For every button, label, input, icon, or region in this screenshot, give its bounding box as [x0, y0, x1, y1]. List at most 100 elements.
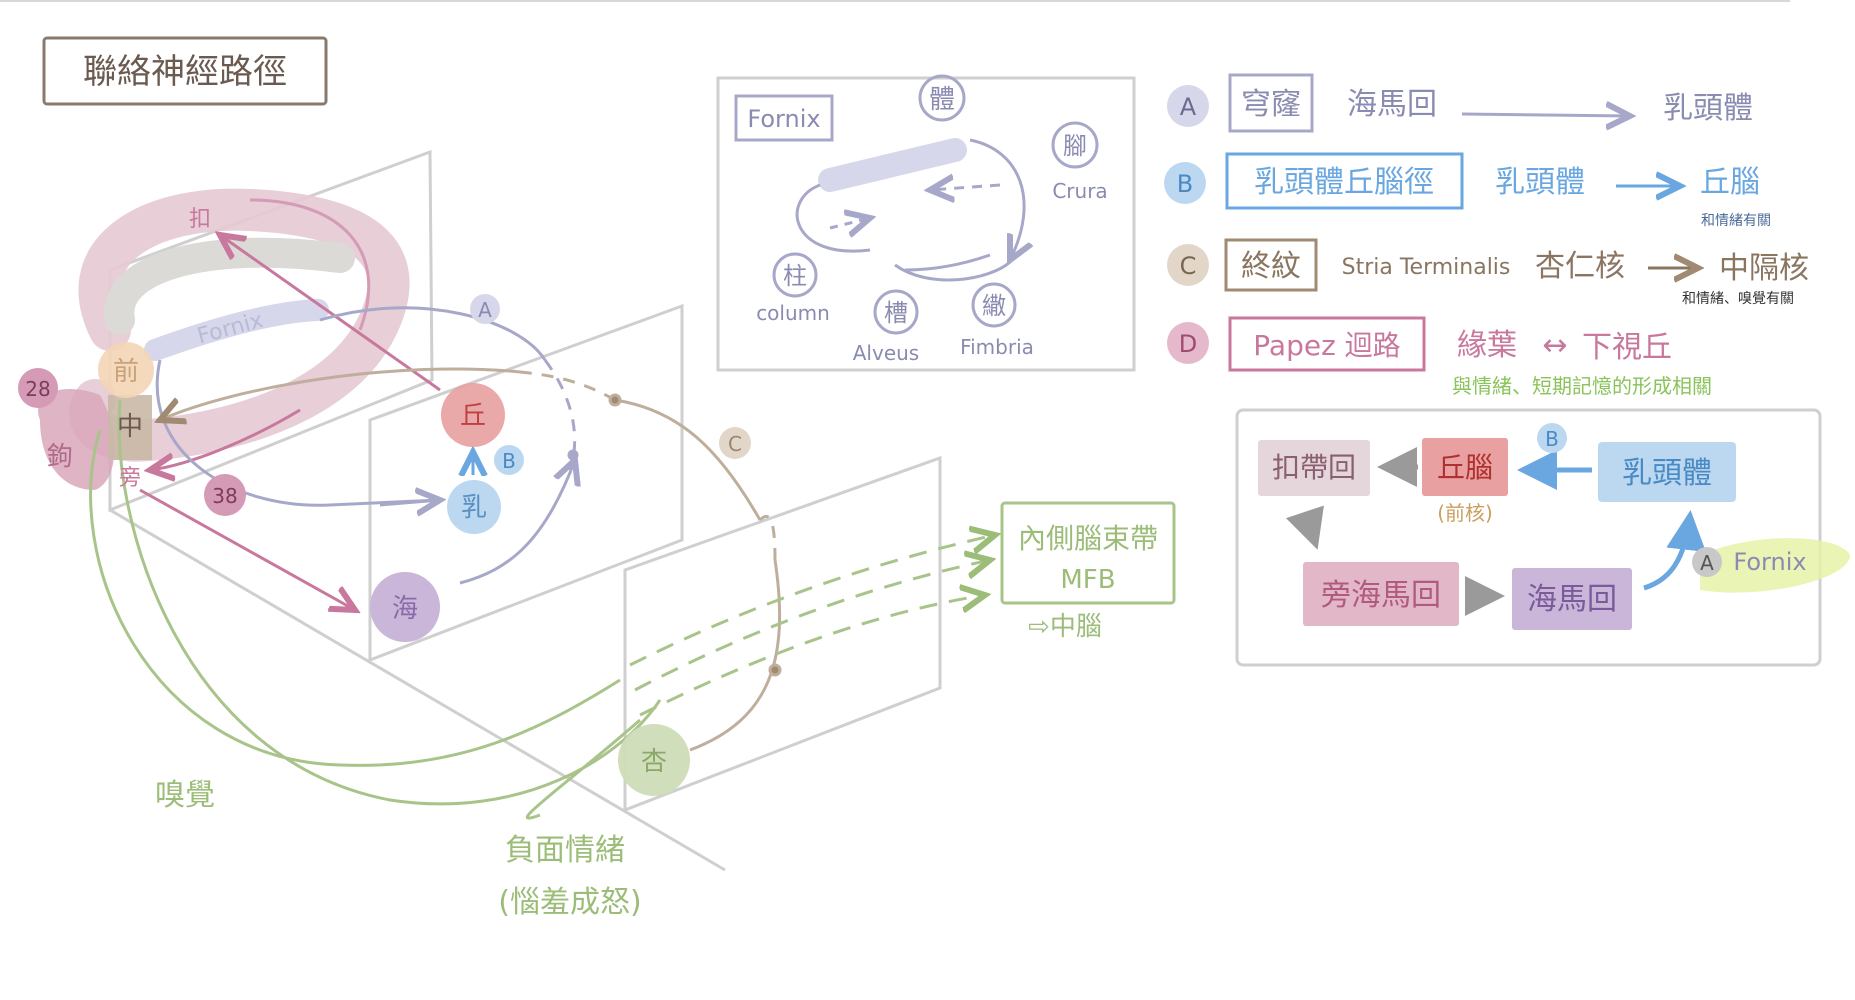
- legend-row-C: C 終紋 Stria Terminalis 杏仁核 中隔核 和情緒、嗅覺有關: [1167, 238, 1809, 307]
- amygdala-node: [618, 724, 690, 796]
- fornix-fimbria-char: 繖: [982, 292, 1006, 320]
- floor-line: [109, 508, 726, 872]
- temporal-pole: [38, 342, 154, 490]
- amygdala-label: 杏: [641, 747, 667, 777]
- region-nodes: [18, 294, 751, 796]
- papez-thalamus-node: [1422, 438, 1508, 496]
- path-A-label: A: [478, 298, 492, 322]
- fornix-detail-box: Fornix 體 腳 Crura 柱 column 槽 Alveus 繖 Fim…: [716, 74, 1136, 372]
- to-midbrain-label: ⇨中腦: [1028, 612, 1102, 642]
- arrow-parahippo-to-hippo: [139, 488, 355, 610]
- sagittal-plane-middle: [368, 303, 684, 663]
- hippocampus-node: [370, 572, 440, 642]
- legend-C-name: 終紋: [1241, 249, 1301, 284]
- area38-label: 38: [212, 484, 237, 508]
- legend: A 穹窿 海馬回 乳頭體 B 乳頭體丘腦徑 乳頭體 丘腦 和情緒有關 C 終紋 …: [1164, 73, 1809, 398]
- page-title: 聯絡神經路徑: [83, 52, 287, 92]
- papez-parahippo-label: 旁海馬回: [1321, 578, 1441, 613]
- thalamus-node: [441, 383, 505, 447]
- fornix-column-char: 柱: [783, 262, 807, 290]
- mfb-title: 內側腦束帶: [1018, 522, 1158, 555]
- legend-B-from: 乳頭體: [1495, 165, 1585, 200]
- fornix-crura-label: Crura: [1052, 179, 1107, 203]
- mfb-abbrev: MFB: [1060, 565, 1115, 595]
- legend-B-to: 丘腦: [1700, 165, 1760, 200]
- stria-dot-bottom: [768, 663, 782, 677]
- olfaction-label: 嗅覺: [155, 778, 215, 813]
- papez-hippo-node: [1512, 568, 1632, 630]
- area38-badge: [204, 474, 246, 516]
- fornix-fimbria-label: Fimbria: [960, 335, 1034, 359]
- stria-dashed-top: [519, 370, 616, 402]
- olfactory-paths: [89, 399, 995, 820]
- legend-D-to: 下視丘: [1582, 330, 1672, 365]
- fornix-label: Fornix: [195, 308, 266, 350]
- legend-B-name: 乳頭體丘腦徑: [1254, 165, 1434, 200]
- legend-D-name: Papez 迴路: [1253, 329, 1400, 362]
- papez-thalamus-label: 丘腦: [1437, 451, 1493, 484]
- legend-C-note: 和情緒、嗅覺有關: [1682, 291, 1794, 307]
- fornix-to-mammillary: [379, 500, 440, 505]
- area28-badge: [18, 368, 58, 408]
- mfb-dashed-2: [634, 560, 990, 692]
- fornix-highlight: [1700, 538, 1850, 593]
- stria-dashed-right: [758, 514, 777, 561]
- papez-mammillary-node: [1598, 442, 1736, 502]
- legend-D-from: 緣葉: [1457, 328, 1517, 363]
- fornix-alveus-char: 槽: [884, 299, 908, 327]
- path-B-badge: [494, 445, 524, 475]
- legend-D-key: D: [1179, 330, 1197, 358]
- legend-A-from: 海馬回: [1347, 87, 1437, 122]
- arrow-thalamus-to-cingulate: [220, 235, 441, 392]
- area28-label: 28: [25, 377, 50, 401]
- papez-cingulate-node: [1258, 440, 1370, 496]
- path-B-label: B: [502, 449, 516, 473]
- legend-A-to: 乳頭體: [1663, 91, 1753, 126]
- path-C-label: C: [728, 432, 742, 456]
- legend-C-from: 杏仁核: [1535, 249, 1625, 284]
- sagittal-plane-front: [623, 455, 942, 813]
- stria-mid: [614, 398, 762, 521]
- fornix-arc-lower: [155, 359, 441, 507]
- legend-B-note: 和情緒有關: [1701, 213, 1771, 229]
- papez-cingulate-label: 扣帶回: [1272, 451, 1356, 484]
- fornix-from-hippo: [459, 460, 575, 585]
- olfactory-outer: [89, 429, 621, 767]
- legend-C-to: 中隔核: [1719, 251, 1809, 286]
- legend-D-arrow: ↔: [1542, 328, 1567, 363]
- mfb-box: 內側腦束帶 MFB ⇨中腦: [1000, 501, 1176, 642]
- legend-row-A: A 穹窿 海馬回 乳頭體: [1167, 73, 1753, 133]
- fornix-arc-upper: [319, 306, 547, 361]
- emotion-loop: [525, 718, 641, 820]
- hippocampus-label: 海: [392, 594, 418, 624]
- path-C-badge: [719, 427, 751, 459]
- title-box: 聯絡神經路徑: [42, 36, 328, 106]
- fornix-tag: Fornix: [747, 105, 820, 133]
- arrow-cingulate-to-parahippo: [150, 408, 301, 470]
- mfb-dashed-1: [629, 535, 995, 667]
- uncus-label: 鉤: [47, 442, 73, 472]
- mfb-dashed-3: [639, 595, 985, 717]
- mammillary-node: [447, 480, 501, 534]
- path-A-badge: [470, 294, 500, 324]
- fornix-column-label: column: [756, 301, 830, 325]
- papez-hippo-label: 海馬回: [1527, 582, 1617, 617]
- parahippo-label: 旁: [119, 466, 141, 491]
- septal-label: 中: [117, 412, 143, 442]
- legend-A-name: 穹窿: [1241, 87, 1301, 122]
- legend-row-B: B 乳頭體丘腦徑 乳頭體 丘腦 和情緒有關: [1164, 152, 1771, 229]
- stria-path-C: [160, 367, 782, 752]
- papez-circuit-box: 扣帶回 丘腦 (前核) 乳頭體 旁海馬回 海馬回 B A Fornix: [1235, 408, 1850, 667]
- papez-B-tag: B: [1545, 427, 1559, 451]
- negative-emotion-detail: (惱羞成怒): [498, 885, 641, 920]
- legend-B-key: B: [1177, 170, 1193, 198]
- top-divider: [0, 0, 1790, 2]
- legend-C-sub: Stria Terminalis: [1342, 255, 1511, 280]
- fornix-junction-dot: [567, 449, 579, 461]
- papez-thalamus-sub: (前核): [1437, 501, 1493, 525]
- fornix-path-A: [155, 306, 579, 585]
- anterior-nucleus-label: 前: [113, 357, 139, 387]
- fornix-body-char: 體: [929, 85, 955, 115]
- papez-fornix-label: Fornix: [1733, 548, 1806, 576]
